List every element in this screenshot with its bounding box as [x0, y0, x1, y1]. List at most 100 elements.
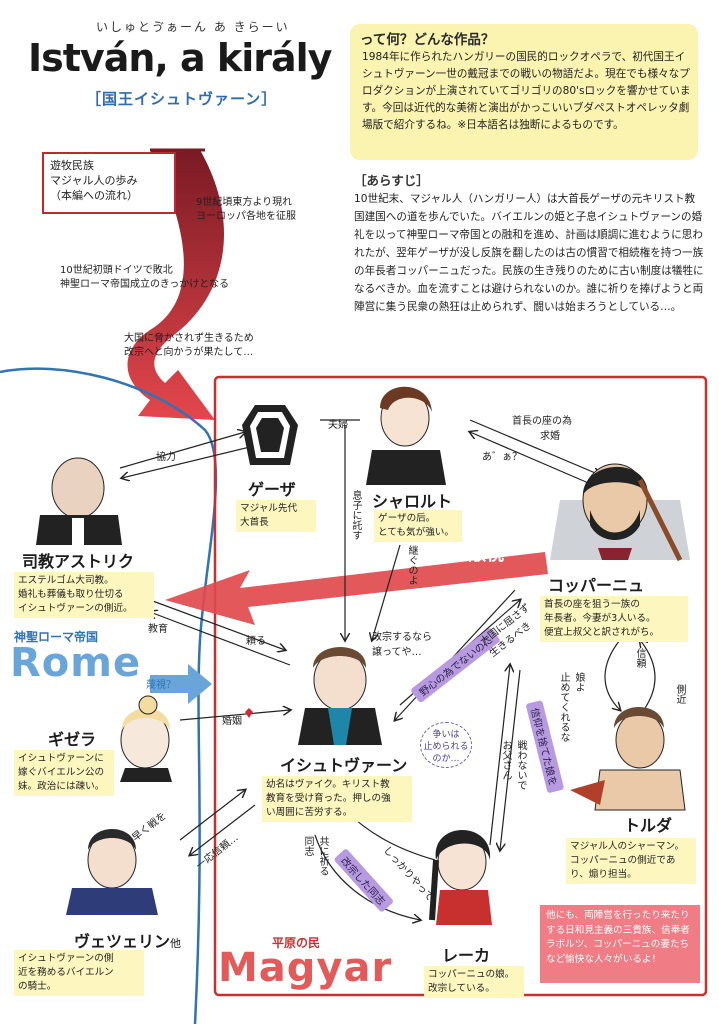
desc-line: 改宗している。 [428, 983, 495, 994]
label-line: 首長の座の為 [512, 416, 572, 427]
migration-note-1: 9世紀頃東方より現れ ヨーロッパ各地を征服 [196, 196, 296, 224]
title-ruby: いしゅとゔぁーん あ きらーい [96, 20, 290, 34]
desc-line: とても気が強い。 [378, 527, 454, 538]
label-line: 譲ってや… [372, 647, 422, 658]
note-line: 9世紀頃東方より現れ [196, 197, 293, 208]
desc-line: 首長の座を狙う一族の [544, 599, 640, 610]
label-line: 戦わないで [515, 740, 526, 790]
desc-line: マジャル人のシャーマン。 [570, 841, 685, 852]
rel-convert-offer: 改宗するなら 譲ってや… [372, 628, 432, 658]
char-desc-gizella: イシュトヴァーンに 嫁ぐバイエルン公の 妹。政治には疎い。 [14, 750, 114, 796]
char-desc-torda: マジャル人のシャーマン。 コッパーニュの側近であ り、煽り担当。 [566, 838, 696, 884]
name-text: ヴェツェリン [74, 932, 171, 951]
magyar-faction-name: Magyar [218, 945, 393, 991]
synopsis-heading: ［あらすじ］ [354, 173, 429, 188]
desc-line: 妹。政治には疎い。 [18, 781, 105, 792]
desc-line: ゲーザの后。 [378, 513, 436, 524]
reka-portrait [429, 830, 492, 925]
sarolt-portrait [366, 386, 446, 485]
rel-enmity: 敵視 [468, 544, 504, 565]
label-line: 止められる [423, 742, 469, 752]
rel-educate: 教育 [148, 624, 168, 635]
migration-arrow [127, 150, 224, 420]
rome-border [0, 367, 218, 1024]
label-line: 止めてくれるな [558, 672, 569, 742]
rel-rely: 頼る [246, 636, 266, 647]
page-subtitle: ［国王イシュトヴァーン］ [86, 90, 278, 108]
migration-note-2: 10世紀初頭ドイツで敗北 神聖ローマ帝国成立のきっかけとなる [60, 264, 229, 292]
char-name-istvan: イシュトヴァーン [280, 756, 408, 775]
char-name-veceilin: ヴェツェリン他 [74, 928, 181, 952]
desc-line: 教育を受け育った。押しの強 [266, 793, 391, 804]
label-line: 争いは [432, 730, 460, 740]
rel-entrust-son: 息子に託す [350, 490, 361, 540]
enmity-arrow [165, 552, 548, 625]
migration-title-line: （本編への流れ） [50, 189, 138, 202]
rel-disdain: 蔑視？ [146, 680, 176, 691]
desc-line: の騎士。 [18, 981, 57, 992]
rel-daughter: 娘よ 止めてくれるな [556, 672, 586, 742]
desc-line: イシュトヴァーンの側 [18, 953, 114, 964]
rel-aide: 側近 [674, 684, 685, 704]
rel-cooperate: 協力 [156, 452, 176, 463]
char-name-gizella: ギゼラ [48, 730, 97, 749]
intro-box: って何？どんな作品？ 1984年に作られたハンガリーの国民的ロックオペラで、初代… [350, 24, 698, 160]
desc-line: 婚礼も葬儀も取り仕切る [18, 589, 124, 600]
gizella-portrait [120, 695, 172, 782]
char-desc-reka: コッパーニュの娘。 改宗している。 [424, 966, 524, 998]
rome-faction-title: 神聖ローマ帝国 [14, 630, 99, 644]
magyar-faction-title: 平原の民 [272, 936, 321, 950]
desc-line: 大首長 [240, 517, 269, 528]
char-desc-sarolt: ゲーザの后。 とても気が強い。 [374, 510, 462, 542]
desc-line: 近を務めるバイエルン [18, 967, 114, 978]
rel-inherit: 継ぐのよ [406, 545, 417, 585]
desc-line: り、煽り担当。 [570, 869, 637, 880]
desc-line: コッパーニュの娘。 [428, 969, 515, 980]
char-desc-istvan: 幼名はヴァイク。キリスト教 教育を受け育った。押しの強 い周囲に苦労する。 [262, 776, 412, 822]
migration-title-line: 遊牧民族 [50, 159, 94, 172]
rel-aa: あ゛ぁ？ [482, 452, 522, 463]
char-name-reka: レーカ [442, 946, 491, 965]
torda-portrait [570, 707, 686, 811]
name-suffix: 他 [170, 937, 182, 950]
rel-proposal: 首長の座の為 求婚 [512, 412, 572, 442]
astrik-portrait [36, 457, 122, 545]
char-desc-geza: マジャル先代 大首長 [236, 500, 316, 532]
desc-line: い周囲に苦労する。 [266, 807, 353, 818]
desc-line: エステルゴム大司教。 [18, 575, 114, 586]
synopsis-body: 10世紀末、マジャル人（ハンガリー人）は大首長ゲーザの元キリスト教国建国への道を… [354, 193, 704, 313]
rel-dont-fight: 戦わないで お父さん [498, 740, 528, 790]
migration-note-3: 大国に脅かされず生きるため 改宗へと向かうが果たして… [124, 332, 254, 360]
rel-can-stop-war: 争いは 止められる のか… [420, 722, 472, 768]
char-desc-astrik: エステルゴム大司教。 婚礼も葬儀も取り仕切る イシュトヴァーンの側近。 [14, 572, 154, 618]
veceilin-portrait [66, 829, 158, 915]
intro-heading: って何？どんな作品？ [360, 32, 495, 48]
migration-box: 遊牧民族 マジャル人の歩み （本編への流れ） [42, 152, 176, 214]
char-name-torda: トルダ [624, 816, 673, 835]
desc-line: 嫁ぐバイエルン公の [18, 767, 105, 778]
label-line: のか… [432, 754, 460, 764]
desc-line: コッパーニュの側近であ [570, 855, 676, 866]
note-line: 大国に脅かされず生きるため [124, 333, 254, 344]
page-title: István, a király [28, 36, 332, 80]
char-name-koppany: コッパーニュ [548, 576, 645, 595]
rome-faction-name: Rome [10, 640, 142, 686]
intro-body: 1984年に作られたハンガリーの国民的ロックオペラで、初代国王イシュトヴァーン一… [362, 51, 691, 131]
rel-pray-together: 共に祈る 同志 [300, 836, 330, 876]
note-line: ヨーロッパ各地を征服 [196, 211, 296, 222]
rel-trust: 信頼 [634, 648, 645, 668]
char-desc-veceilin: イシュトヴァーンの側 近を務めるバイエルン の騎士。 [14, 950, 144, 996]
other-characters-note: 他にも、両陣営を行ったり来たりする日和見主義の三貴族、信奉者ラボルツ、コッパーニ… [540, 905, 700, 983]
label-line: 共に祈る [317, 836, 328, 876]
desc-line: イシュトヴァーンの側近。 [18, 603, 133, 614]
rome-arrow [150, 664, 212, 704]
note-line: 神聖ローマ帝国成立のきっかけとなる [60, 279, 229, 290]
label-line: 求婚 [540, 431, 560, 442]
label-line: お父さん [500, 740, 511, 780]
desc-line: 年長者。今妻が3人いる。 [544, 613, 656, 624]
desc-line: マジャル先代 [240, 503, 298, 514]
rel-couple: 夫婦 [328, 420, 348, 431]
label-line: 同志 [302, 836, 313, 856]
